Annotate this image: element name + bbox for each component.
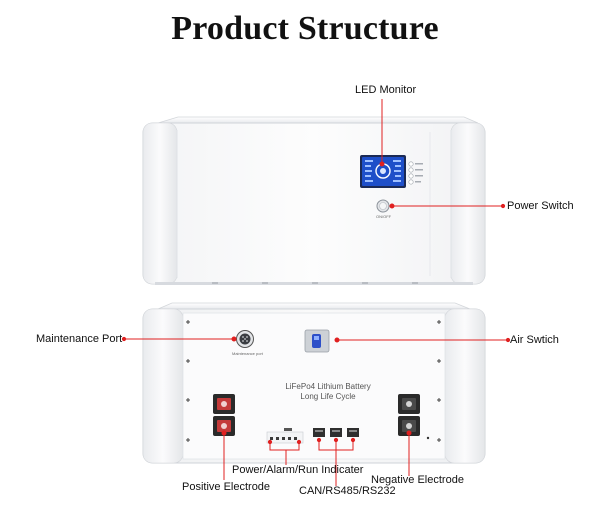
battery-text-line2: Long Life Cycle [300,392,356,401]
maintenance-port-small-text: Maintenance port [232,351,263,356]
label-negative-electrode: Negative Electrode [371,474,464,486]
label-maintenance-port: Maintenance Port [36,333,123,345]
comm-ports [313,428,359,437]
label-power-switch: Power Switch [507,200,574,212]
onoff-text: ON/OFF [376,214,392,219]
label-positive-electrode: Positive Electrode [182,481,271,493]
indicator-strip [266,428,304,444]
label-air-switch: Air Swtich [510,334,559,346]
page-title: Product Structure [171,10,439,47]
status-leds [408,161,414,185]
label-power-alarm-run: Power/Alarm/Run Indicater [232,464,364,476]
label-led-monitor: LED Monitor [355,84,417,96]
panel-screws [186,320,441,442]
front-unit [142,116,486,285]
rear-unit [142,302,486,464]
label-can-rs485: CAN/RS485/RS232 [299,485,396,497]
battery-text-line1: LiFePo4 Lithium Battery [285,382,371,391]
leader-lines [121,99,511,486]
